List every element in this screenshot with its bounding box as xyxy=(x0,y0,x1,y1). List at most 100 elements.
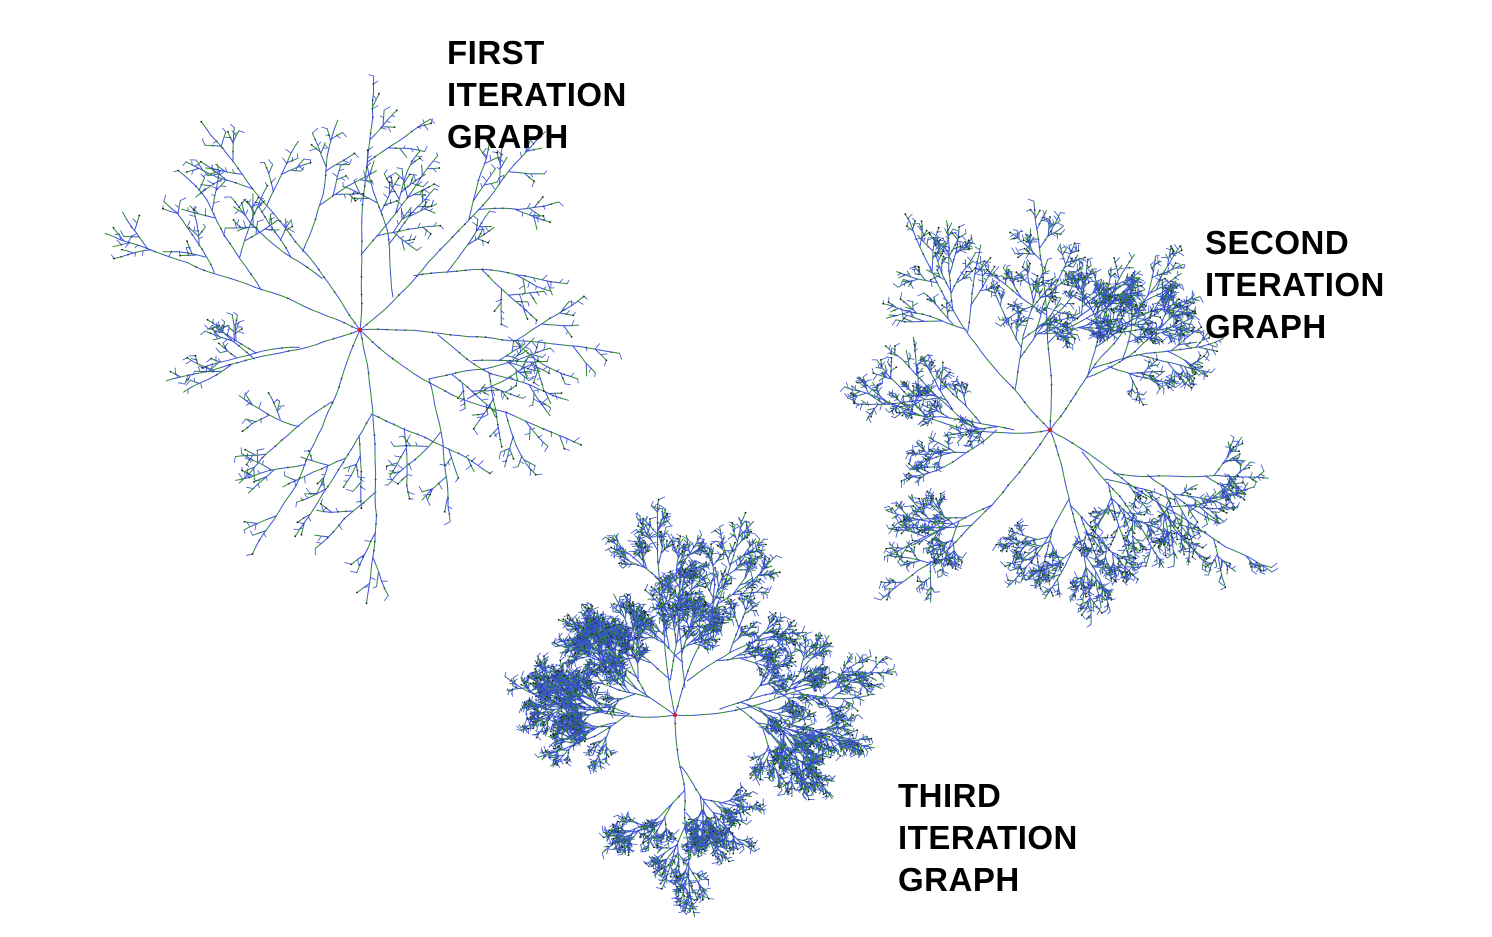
tree-edge xyxy=(278,406,284,407)
tree-node xyxy=(113,258,115,260)
tree-edge xyxy=(182,220,187,228)
tree-edge xyxy=(333,525,339,532)
tree-edge xyxy=(395,178,399,184)
tree-edge xyxy=(357,565,360,573)
tree-edge xyxy=(117,240,121,245)
tree-edge xyxy=(320,313,328,317)
tree-edge xyxy=(416,442,417,446)
tree-edge xyxy=(207,364,212,366)
tree-edge xyxy=(244,530,245,533)
tree-edge xyxy=(135,245,138,248)
tree-edge xyxy=(327,532,333,538)
tree-edge xyxy=(349,153,354,157)
tree-edge xyxy=(338,462,343,470)
tree-edge xyxy=(530,212,532,215)
tree-edge xyxy=(371,578,376,580)
tree-edge xyxy=(198,372,206,374)
tree-edge xyxy=(403,245,405,250)
tree-edge xyxy=(563,326,567,332)
tree-edge xyxy=(367,541,371,549)
tree-edge xyxy=(418,185,424,187)
tree-edge xyxy=(425,194,429,200)
tree-edge xyxy=(481,400,488,406)
tree-edge xyxy=(548,398,551,404)
tree-edge xyxy=(387,230,388,240)
tree-edge xyxy=(542,318,550,324)
tree-edge xyxy=(358,559,359,565)
tree-edge xyxy=(493,390,495,395)
tree-edge xyxy=(410,432,418,435)
tree-edge xyxy=(113,228,118,235)
tree-edge xyxy=(545,343,553,344)
tree-edge xyxy=(131,227,137,234)
tree-edge xyxy=(377,580,378,587)
tree-edge xyxy=(271,398,273,403)
tree-edge xyxy=(476,225,477,231)
tree-edge xyxy=(182,209,188,211)
tree-edge xyxy=(448,507,449,515)
tree-edge xyxy=(379,573,381,581)
tree-node xyxy=(431,205,433,207)
tree-edge xyxy=(539,197,543,202)
tree-edge xyxy=(237,229,242,231)
tree-edge xyxy=(392,110,397,115)
tree-edge xyxy=(471,466,474,472)
tree-node xyxy=(445,465,447,467)
tree-node xyxy=(268,392,270,394)
tree-edge xyxy=(374,542,375,551)
tree-edge xyxy=(178,171,184,176)
tree-edge xyxy=(197,223,198,231)
tree-node xyxy=(430,123,432,125)
tree-edge xyxy=(389,237,395,244)
tree-edge xyxy=(373,587,376,589)
tree-edge xyxy=(246,284,254,287)
tree-edge xyxy=(288,298,296,302)
tree-edge xyxy=(175,368,176,374)
tree-edge xyxy=(213,196,214,204)
tree-edge xyxy=(324,484,325,489)
tree-edge xyxy=(316,341,325,344)
tree-edge xyxy=(530,292,537,293)
tree-edge xyxy=(400,148,404,153)
tree-edge xyxy=(277,406,278,411)
tree-edge xyxy=(369,578,370,587)
tree-edge xyxy=(562,442,565,449)
tree-edge xyxy=(371,568,372,577)
tree-node xyxy=(244,521,246,523)
tree-edge xyxy=(351,571,357,572)
tree-edge xyxy=(142,251,143,256)
tree-edge xyxy=(612,352,620,353)
tree-edge xyxy=(259,533,264,540)
tree-edge xyxy=(484,231,489,235)
tree-edge xyxy=(528,302,529,306)
tree-edge xyxy=(250,403,259,408)
tree-edge xyxy=(509,172,520,173)
tree-edge xyxy=(264,236,270,242)
tree-edge xyxy=(324,512,331,513)
tree-node xyxy=(536,319,538,321)
tree-edge xyxy=(493,400,495,409)
tree-edge xyxy=(528,282,530,287)
tree-edge xyxy=(405,283,411,289)
tree-edge xyxy=(474,369,483,370)
tree-node xyxy=(362,193,364,195)
tree-edge xyxy=(315,139,318,145)
tree-edge xyxy=(121,231,124,237)
tree-node xyxy=(409,174,411,176)
tree-edge xyxy=(296,302,304,306)
tree-edge xyxy=(565,302,569,307)
tree-edge xyxy=(269,160,273,165)
tree-edge xyxy=(269,446,276,451)
tree-edge xyxy=(329,135,331,141)
tree-edge xyxy=(262,465,271,470)
tree-edge xyxy=(135,223,138,231)
tree-edge xyxy=(357,588,363,593)
tree-edge xyxy=(573,346,580,355)
tree-edge xyxy=(565,384,570,385)
tree-edge xyxy=(363,550,367,558)
tree-edge xyxy=(373,342,380,348)
tree-edge xyxy=(391,201,397,203)
tree-edge xyxy=(301,159,305,163)
tree-edge xyxy=(499,177,500,185)
